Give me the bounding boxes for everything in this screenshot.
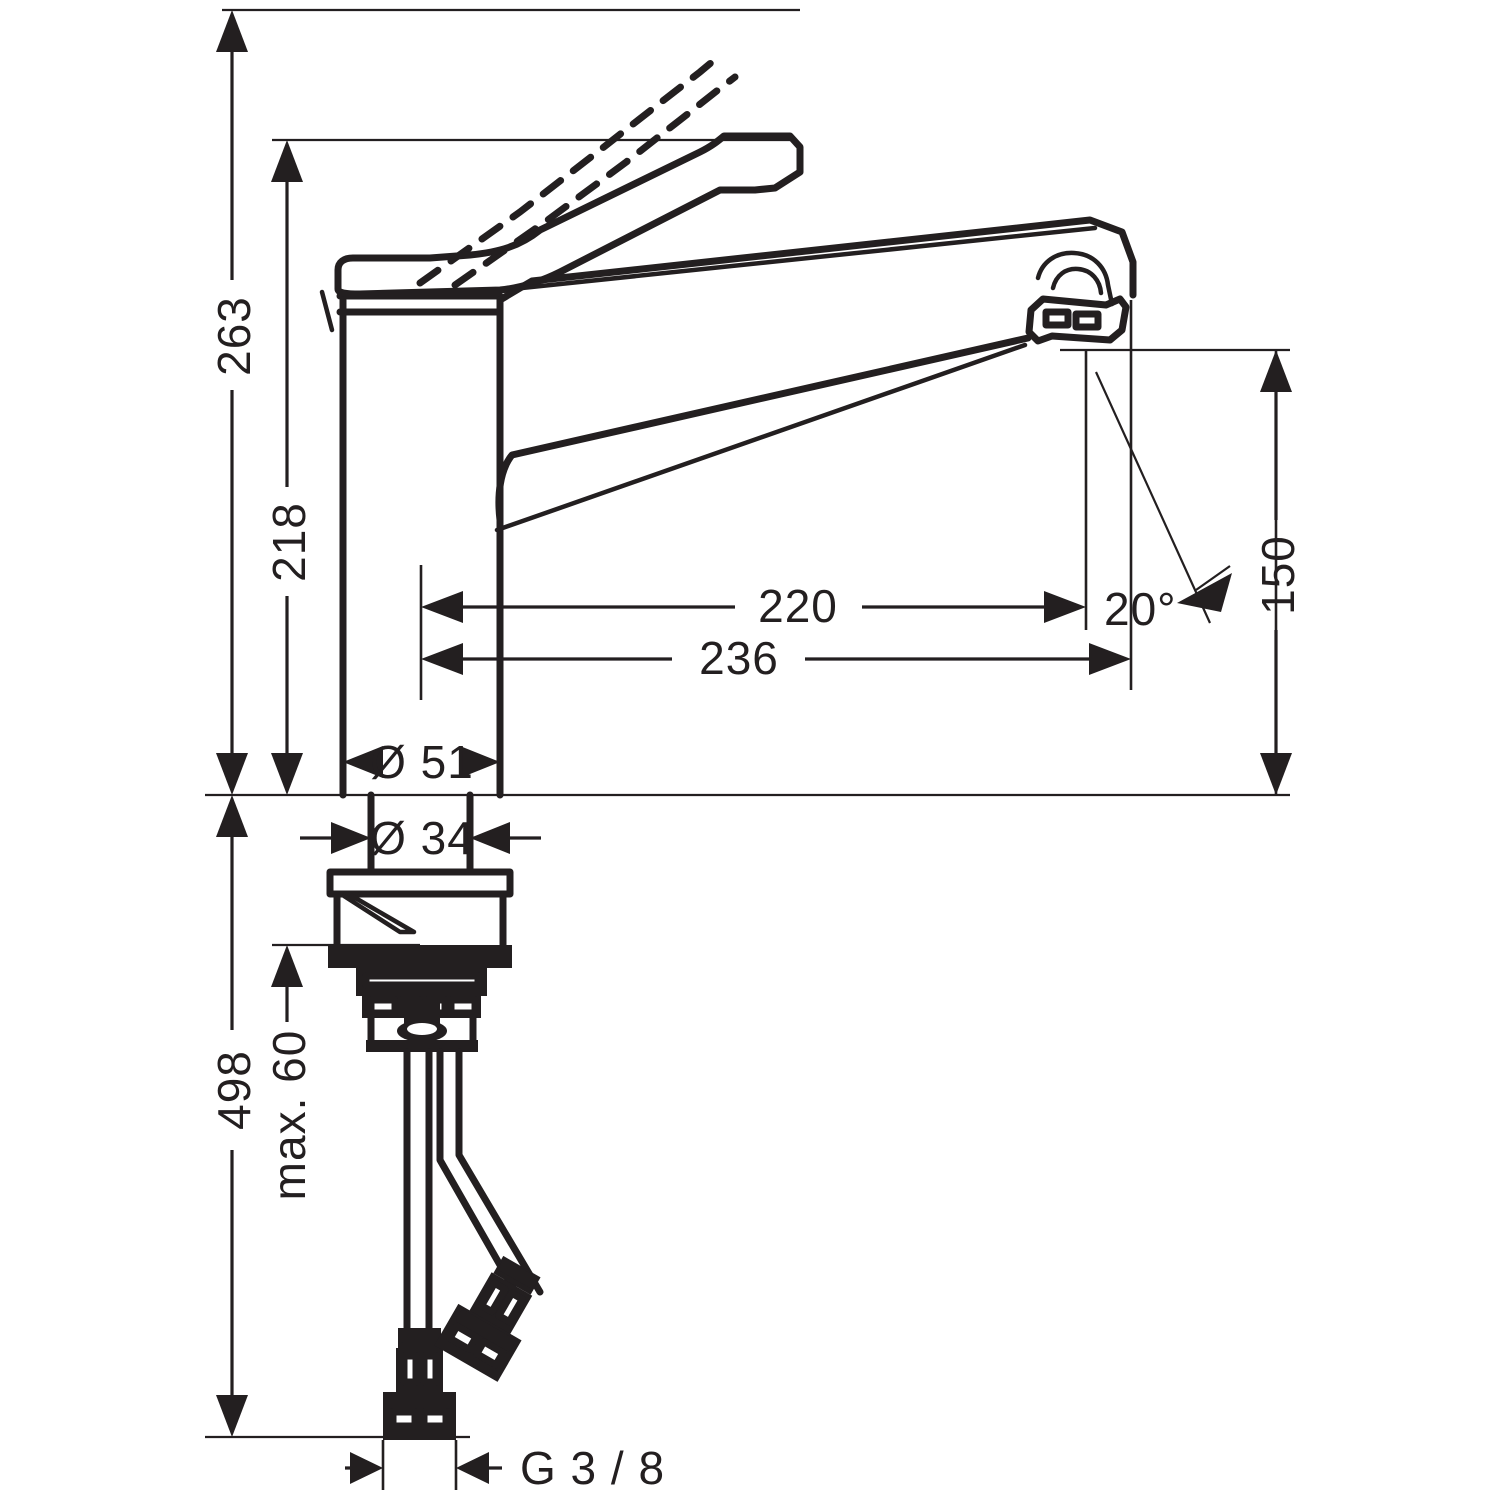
dimension-label-150: 150 (1252, 535, 1304, 615)
lever-raised-phantom (416, 58, 739, 289)
dimension-236: 236 (421, 632, 1131, 684)
dimension-498: 498 (208, 795, 260, 1437)
dimension-label-thread-g38: G 3 / 8 (520, 1442, 665, 1494)
spout-aerator-outlet (1025, 250, 1130, 345)
dimension-thread-g38: G 3 / 8 (345, 1440, 665, 1494)
dimension-150: 150 (1252, 350, 1304, 795)
dimension-label-498: 498 (208, 1050, 260, 1130)
supply-hoses (403, 1048, 544, 1332)
clamping-nut-assembly (356, 968, 487, 1052)
lever-handle (319, 132, 804, 333)
dimension-label-263: 263 (208, 296, 260, 376)
lever-collar (336, 292, 504, 316)
hose-connector-right (434, 1255, 541, 1382)
dimension-label-diameter-34: Ø 34 (370, 812, 474, 864)
dimension-diameter-51: Ø 51 (343, 736, 500, 788)
dimension-label-20-degrees: 20° (1104, 583, 1177, 635)
dimension-label-236: 236 (699, 632, 779, 684)
mounting-flange (326, 868, 514, 968)
dimension-diameter-34: Ø 34 (300, 812, 541, 864)
dimension-label-diameter-51: Ø 51 (370, 736, 474, 788)
dimension-label-218: 218 (263, 502, 315, 582)
hose-connector-left (383, 1328, 456, 1440)
dimension-max-60: max. 60 (263, 945, 315, 1200)
faucet-body-column (339, 296, 504, 799)
dimension-220: 220 (421, 580, 1086, 632)
dimension-263: 263 (208, 10, 260, 795)
dimension-218: 218 (263, 140, 315, 795)
mounting-shank (367, 791, 474, 876)
dimension-label-max-60: max. 60 (263, 1030, 315, 1201)
dimension-angle-20: 20° (1094, 371, 1232, 635)
dimension-label-220: 220 (758, 580, 838, 632)
spout-tube (494, 216, 1137, 533)
